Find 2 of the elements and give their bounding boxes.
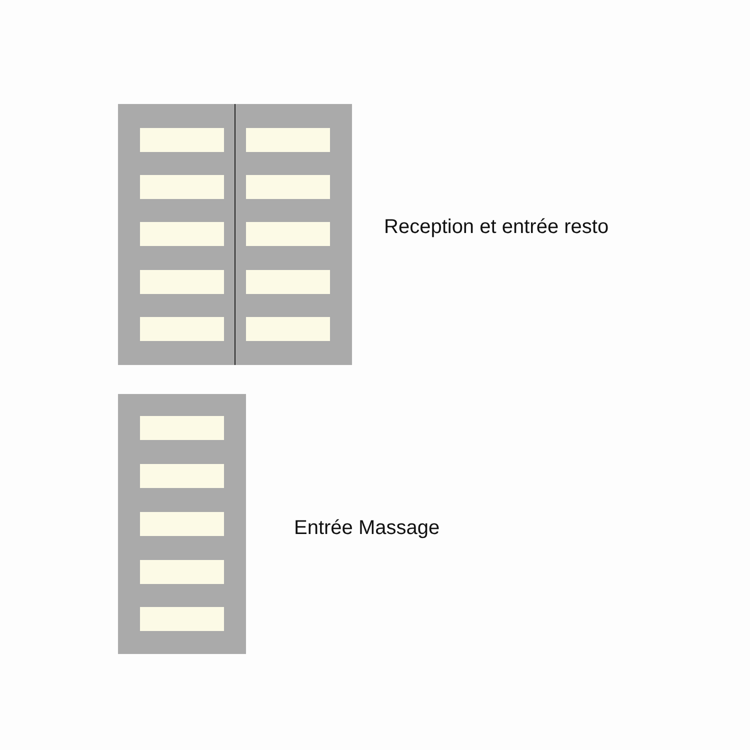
area-label: Entrée Massage <box>294 516 440 540</box>
area-label: Reception et entrée resto <box>384 215 609 239</box>
